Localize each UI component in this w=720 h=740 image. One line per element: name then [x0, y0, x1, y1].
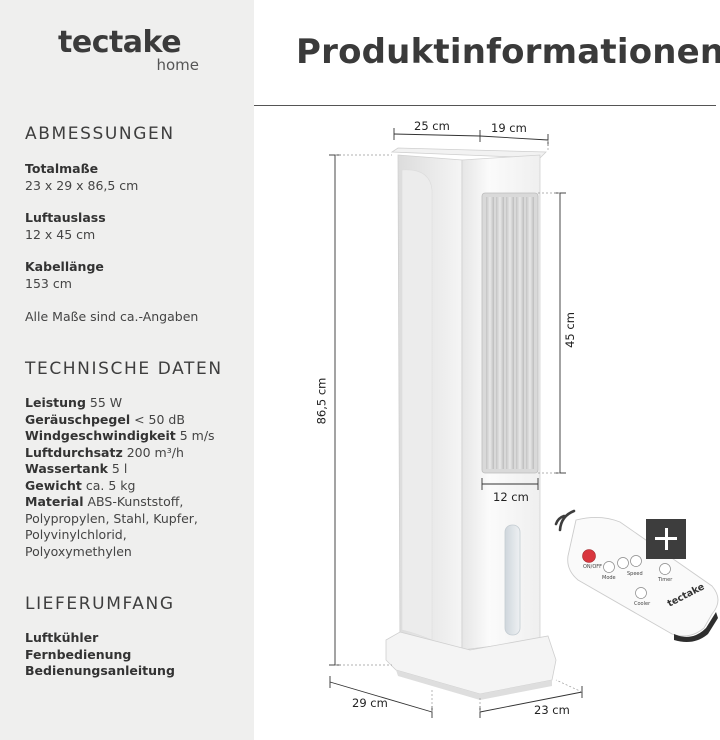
spec-label: Luftauslass	[25, 210, 106, 225]
info-panel	[0, 0, 254, 740]
spec-value: 5 m/s	[179, 428, 215, 443]
remote-control	[567, 517, 719, 642]
spec-outlet: Luftauslass 12 x 45 cm	[25, 210, 106, 243]
dim-outlet-width: 12 cm	[493, 490, 529, 504]
section-title-delivery: LIEFERUMFANG	[25, 594, 175, 614]
spec-label: Kabellänge	[25, 259, 104, 274]
remote-label-cooler: Cooler	[634, 601, 651, 607]
spec-value: 5 l	[111, 461, 128, 476]
section-title-dimensions: ABMESSUNGEN	[25, 124, 175, 144]
spec-value: 23 x 29 x 86,5 cm	[25, 177, 139, 193]
signal-icon	[554, 509, 576, 532]
spec-value: ABS-Kunststoff, Polypropylen, Stahl, Kup…	[25, 494, 198, 559]
title-divider	[254, 105, 716, 106]
spec-value: 55 W	[89, 395, 123, 410]
spec-label: Material	[25, 494, 84, 509]
spec-label: Totalmaße	[25, 161, 99, 176]
delivery-item: Fernbedienung	[25, 646, 132, 662]
dim-top-depth: 19 cm	[491, 121, 527, 135]
spec-label: Windgeschwindigkeit	[25, 428, 176, 443]
spec-value: < 50 dB	[134, 411, 185, 427]
dimensions-note: Alle Maße sind ca.-Angaben	[25, 309, 199, 324]
delivery-item: Luftkühler	[25, 630, 99, 645]
top-surface	[390, 147, 547, 159]
remote-label-onoff: ON/OFF	[583, 564, 603, 570]
power-button	[582, 549, 596, 563]
brand-name: tectake	[58, 25, 182, 60]
zoom-plus-button[interactable]	[646, 519, 686, 559]
remote-label-timer: Timer	[658, 577, 673, 583]
remote-label-mode: Mode	[602, 575, 616, 581]
spec-noise: Geräuschpegel< 50 dB	[25, 412, 185, 429]
spec-value: 200 m³/h	[126, 444, 184, 460]
spec-label: Gewicht	[25, 477, 82, 493]
dim-base-depth: 29 cm	[352, 696, 388, 710]
brand-logo: tectake home	[58, 25, 203, 74]
page-title: Produktinformationen	[296, 32, 720, 72]
spec-value: 12 x 45 cm	[25, 226, 96, 242]
spec-total-size: Totalmaße 23 x 29 x 86,5 cm	[25, 161, 138, 194]
dim-height: 86,5 cm	[314, 377, 329, 425]
spec-value: ca. 5 kg	[85, 477, 136, 493]
brand-sub: home	[156, 56, 199, 74]
dim-outlet-height: 45 cm	[562, 312, 577, 348]
delivery-item: Bedienungsanleitung	[25, 663, 175, 678]
spec-label: Wassertank	[25, 461, 108, 476]
remote-label-speed: Speed	[627, 571, 643, 577]
product-illustration	[329, 128, 719, 718]
spec-label: Geräuschpegel	[25, 411, 131, 427]
delivery-list: Luftkühler Fernbedienung Bedienungsanlei…	[25, 630, 175, 680]
spec-label: Leistung	[25, 395, 86, 410]
water-level-window	[504, 524, 521, 636]
dim-base-width: 23 cm	[534, 703, 570, 717]
section-title-technical: TECHNISCHE DATEN	[25, 359, 223, 379]
spec-label: Luftdurchsatz	[25, 444, 123, 460]
spec-value: 153 cm	[25, 275, 72, 291]
dim-top-width: 25 cm	[414, 119, 450, 133]
spec-cable-length: Kabellänge 153 cm	[25, 259, 104, 292]
